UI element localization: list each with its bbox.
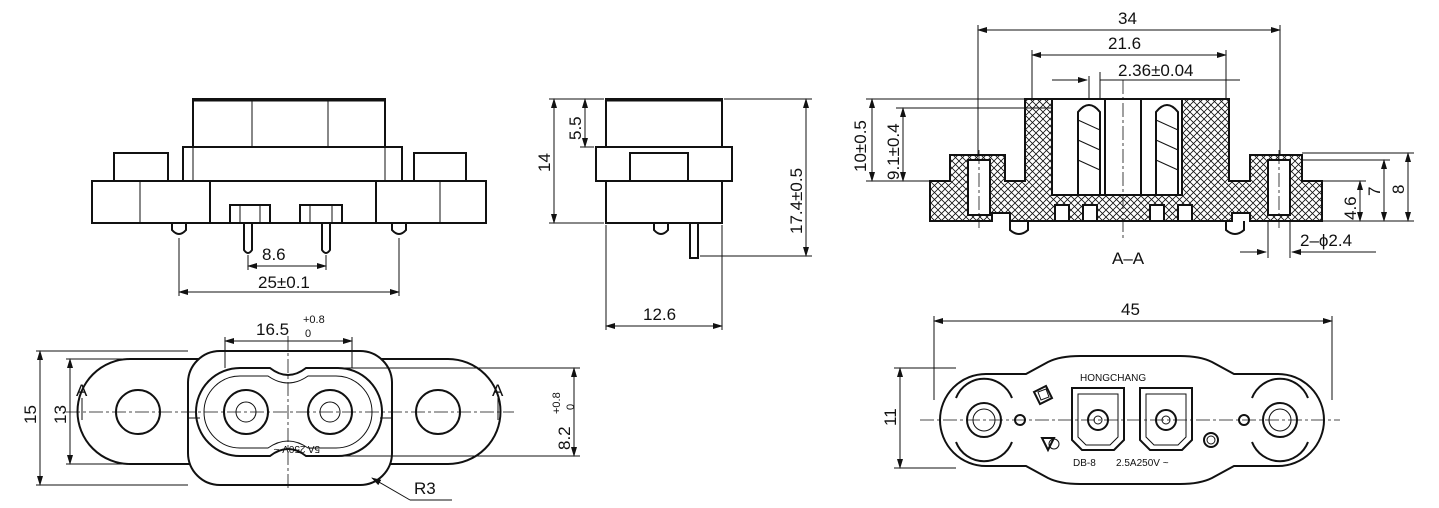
dim-side-12-6: 12.6 (605, 225, 723, 330)
dim-section-9-1: 9.1±0.4 (884, 107, 1052, 182)
dim-section-34: 34 (977, 9, 1281, 155)
safety-triangle-icon (1040, 437, 1060, 453)
dim-front-16-5-tol-lower: 0 (305, 328, 311, 340)
dim-rear-45-label: 45 (1121, 300, 1140, 319)
dim-section-7: 7 (1302, 159, 1390, 222)
dim-span-label: 25±0.1 (258, 273, 310, 292)
rear-model-text: DB-8 (1073, 458, 1096, 469)
front-elevation-view (91, 98, 487, 254)
dim-front-15: 15 (21, 350, 188, 486)
dim-front-8-2-tol-upper: +0.8 (551, 392, 563, 414)
dim-side-14-label: 14 (535, 153, 554, 172)
dim-pitch-label: 8.6 (262, 245, 286, 264)
dim-section-4-6: 4.6 (1302, 180, 1414, 222)
dim-side-14: 14 (535, 98, 604, 224)
dim-front-16-5-tol-upper: +0.8 (303, 314, 325, 326)
dim-side-5-5: 5.5 (566, 98, 594, 148)
dim-span: 25±0.1 (178, 238, 400, 296)
dim-pitch: 8.6 (247, 245, 327, 270)
dim-section-8-label: 8 (1389, 185, 1408, 194)
dim-section-4-6-label: 4.6 (1341, 196, 1360, 220)
cut-left-label: A (76, 381, 88, 400)
cut-mark-right: A (492, 381, 504, 420)
dim-section-7-label: 7 (1365, 187, 1384, 196)
cut-right-label: A (492, 381, 504, 400)
dim-side-12-6-label: 12.6 (643, 305, 676, 324)
dim-section-holes: 2–ϕ2.4 (1240, 221, 1376, 258)
section-view (929, 80, 1323, 240)
dim-side-17-4-label: 17.4±0.5 (787, 168, 806, 234)
dim-front-8-2-tol-lower: 0 (565, 404, 577, 410)
dim-front-16-5-label: 16.5 (256, 320, 289, 339)
dim-section-8: 8 (1302, 152, 1414, 222)
side-view (595, 98, 733, 259)
rear-rating-text: 2.5A250V ~ (1116, 458, 1169, 469)
dim-section-2-36: 2.36±0.04 (1052, 61, 1240, 99)
rear-brand-text: HONGCHANG (1080, 373, 1146, 384)
front-rating-text: 5A 250V ~ (273, 443, 320, 454)
ccc-certification-icon (1203, 432, 1219, 448)
rear-face-view: HONGCHANG DB-8 2.5A250V ~ (939, 355, 1325, 485)
dim-rear-45: 45 (933, 300, 1333, 400)
dim-section-2-36-label: 2.36±0.04 (1118, 61, 1194, 80)
dim-front-15-label: 15 (21, 405, 40, 424)
dim-section-9-1-label: 9.1±0.4 (884, 123, 903, 180)
dim-rear-11-label: 11 (881, 408, 900, 426)
dim-front-r3: R3 (371, 477, 452, 501)
dim-section-10-label: 10±0.5 (851, 120, 870, 172)
cut-mark-left: A (76, 381, 88, 420)
dim-front-r3-label: R3 (414, 479, 436, 498)
dim-side-17-4: 17.4±0.5 (700, 98, 812, 257)
dim-side-5-5-label: 5.5 (566, 116, 585, 140)
dim-section-10: 10±0.5 (851, 98, 1025, 182)
section-label: A–A (1112, 249, 1145, 268)
dim-front-8-2: 8.2 +0.8 0 (338, 367, 580, 457)
dim-front-16-5: 16.5 +0.8 0 (224, 314, 353, 368)
dim-front-8-2-label: 8.2 (555, 426, 574, 450)
dim-rear-11: 11 (881, 367, 956, 469)
dim-section-21-6-label: 21.6 (1108, 34, 1141, 53)
dim-section-21-6: 21.6 (1031, 34, 1227, 99)
front-face-view: 5A 250V ~ (76, 350, 502, 486)
dim-section-34-label: 34 (1118, 9, 1137, 28)
dim-front-13: 13 (51, 358, 130, 465)
dim-section-holes-label: 2–ϕ2.4 (1300, 231, 1352, 250)
dim-front-13-label: 13 (51, 405, 70, 424)
approval-mark-left (1032, 384, 1054, 406)
